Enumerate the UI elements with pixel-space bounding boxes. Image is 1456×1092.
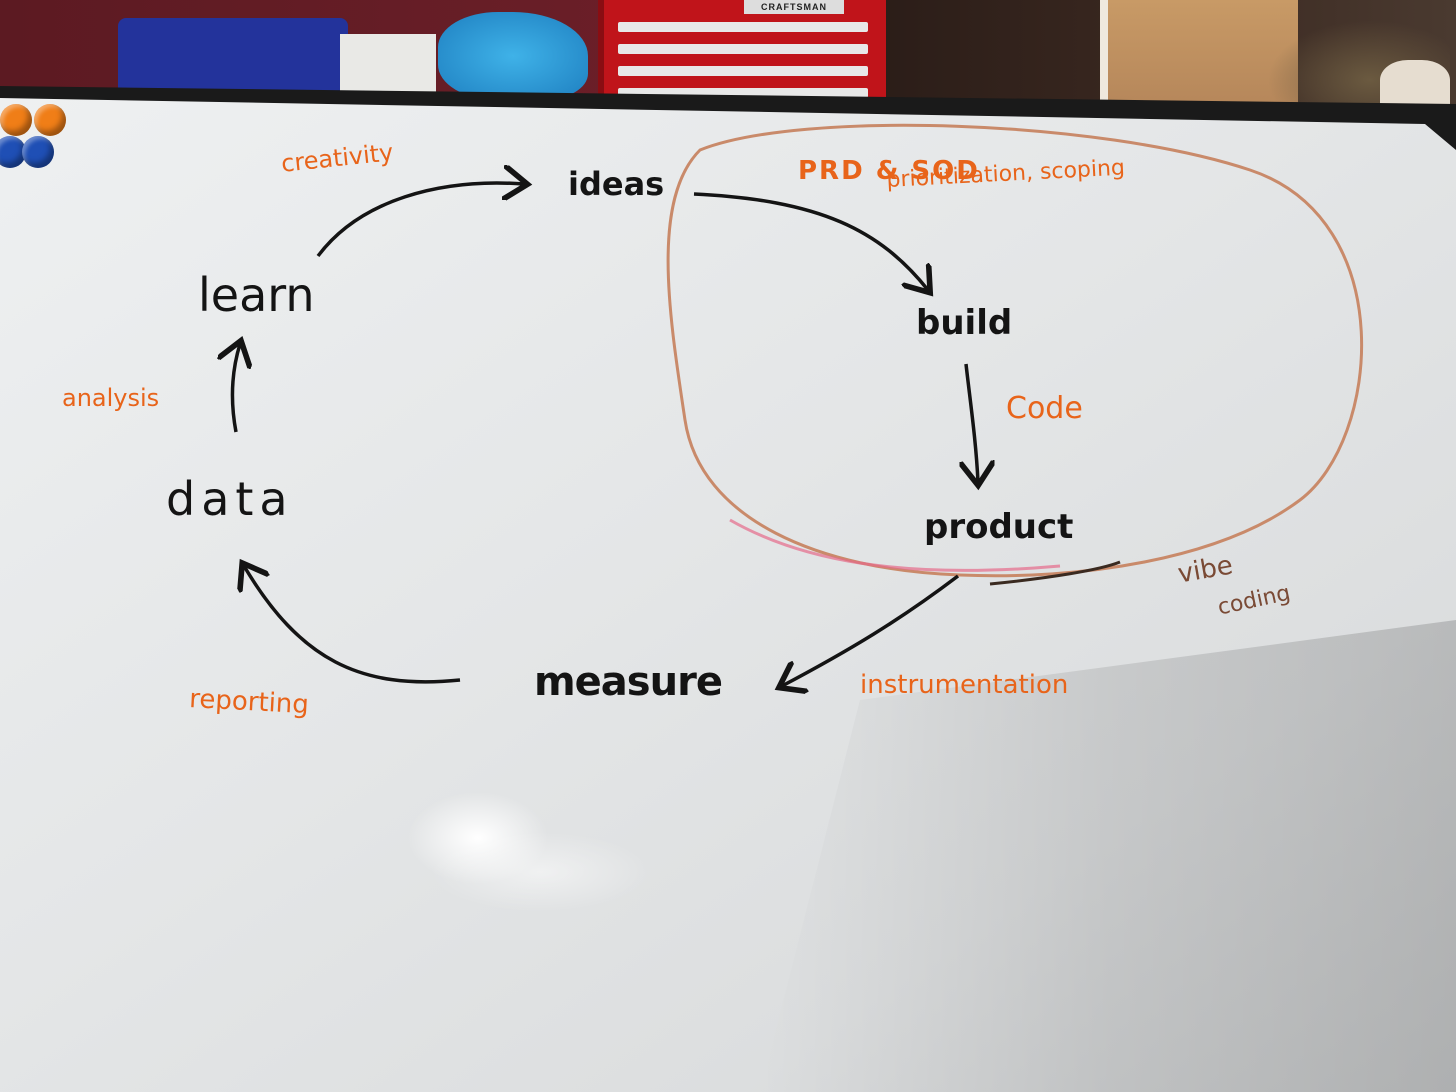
- toolbox-brand-label: CRAFTSMAN: [744, 0, 844, 14]
- red-toolbox: CRAFTSMAN: [598, 0, 886, 104]
- stage-build: build: [916, 303, 1013, 343]
- blue-plastic-bag: [438, 12, 588, 100]
- arrow-learn-to-ideas: [316, 183, 524, 258]
- arrow-ideas-to-build: [693, 192, 928, 290]
- arrow-measure-to-data: [244, 566, 461, 684]
- product-loop-tail: [989, 560, 1121, 586]
- stage-data: data: [166, 472, 294, 526]
- orange-magnet: [0, 104, 32, 136]
- arrow-build-to-product: [966, 363, 978, 482]
- stage-measure: measure: [534, 659, 723, 705]
- annotation-instrumentation: instrumentation: [860, 670, 1069, 700]
- blue-stool: [118, 18, 348, 100]
- annotation-prd-sod: PRD & SOD: [798, 156, 980, 186]
- toolbox-drawer: [618, 44, 868, 54]
- stage-product: product: [924, 507, 1074, 547]
- toolbox-drawer: [618, 22, 868, 32]
- arrow-product-to-measure: [782, 574, 960, 686]
- orange-magnet: [34, 104, 66, 136]
- annotation-analysis: analysis: [62, 384, 160, 412]
- light-glare: [430, 832, 650, 912]
- arrow-data-to-learn: [233, 344, 240, 433]
- stage-learn: learn: [198, 268, 315, 322]
- storage-bin: [340, 34, 436, 100]
- blue-magnet: [22, 136, 54, 168]
- cast-shadow: [760, 620, 1456, 1092]
- toolbox-drawer: [618, 66, 868, 76]
- annotation-code: Code: [1006, 391, 1083, 426]
- product-loop-circle: [666, 123, 1364, 578]
- product-loop-highlight: [729, 518, 1061, 572]
- blue-magnet: [0, 136, 26, 168]
- stage-ideas: ideas: [568, 165, 665, 203]
- toolbox-drawer: [618, 88, 868, 98]
- annotation-reporting: reporting: [188, 684, 310, 721]
- vase: [1380, 60, 1450, 110]
